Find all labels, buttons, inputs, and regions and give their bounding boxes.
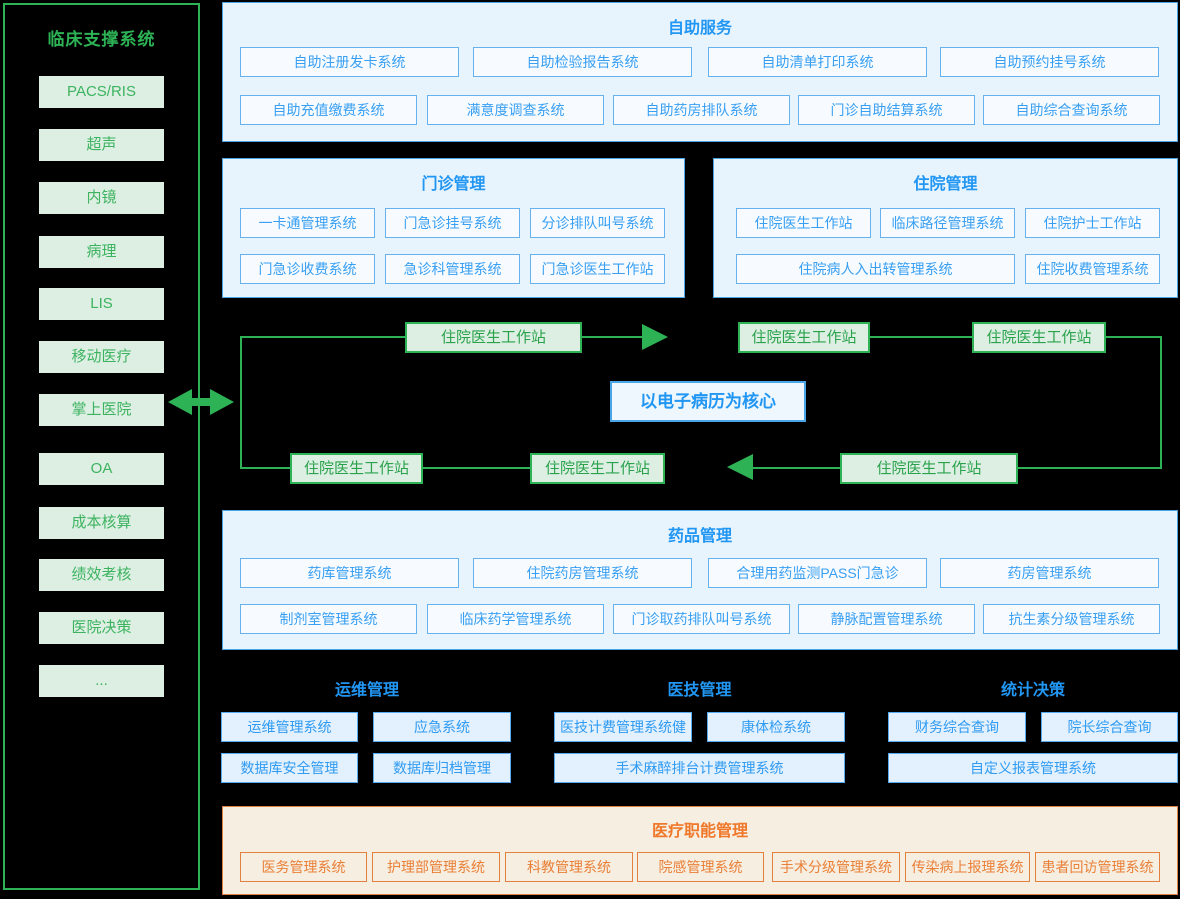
flow-line-bottom-4	[1018, 467, 1162, 469]
flow-line-top-1	[242, 336, 405, 338]
system-box-surgery-grading: 手术分级管理系统	[772, 852, 900, 882]
system-box-self-appointment: 自助预约挂号系统	[940, 47, 1159, 77]
system-box-medical-affairs: 医务管理系统	[240, 852, 367, 882]
system-box-self-register: 自助注册发卡系统	[240, 47, 459, 77]
system-box-infectious-report: 传染病上报理系统	[905, 852, 1030, 882]
flow-node-top-middle: 住院医生工作站	[738, 322, 870, 353]
system-box-pass-monitoring: 合理用药监测PASS门急诊	[708, 558, 927, 588]
sidebar-item-lis: LIS	[39, 288, 164, 320]
system-box-dispensing-queue: 门诊取药排队叫号系统	[613, 604, 790, 634]
emr-core-box: 以电子病历为核心	[610, 381, 806, 422]
system-box-er-registration: 门急诊挂号系统	[385, 208, 520, 238]
system-box-finance-inquiry: 财务综合查询	[888, 712, 1026, 742]
system-box-emergency: 应急系统	[373, 712, 511, 742]
sidebar-item-mobile-medical: 移动医疗	[39, 341, 164, 373]
flow-line-bottom-3	[753, 467, 840, 469]
flow-node-bottom-middle: 住院医生工作站	[530, 453, 665, 484]
system-box-db-security: 数据库安全管理	[221, 753, 358, 783]
system-box-nursing-dept: 护理部管理系统	[372, 852, 500, 882]
system-box-pharmacy-queue: 自助药房排队系统	[613, 95, 790, 125]
system-box-db-archive: 数据库归档管理	[373, 753, 511, 783]
stats-title: 统计决策	[1000, 682, 1065, 699]
medical-admin-title: 医疗职能管理	[651, 823, 748, 840]
flow-line-top-4	[1106, 336, 1162, 338]
system-box-ops-mgmt: 运维管理系统	[221, 712, 358, 742]
system-box-self-lab-report: 自助检验报告系统	[473, 47, 692, 77]
system-box-patient-followup: 患者回访管理系统	[1035, 852, 1160, 882]
system-box-education-mgmt: 科教管理系统	[505, 852, 633, 882]
arrow-right-icon	[642, 324, 668, 350]
system-box-one-card: 一卡通管理系统	[240, 208, 375, 238]
clinical-support-sidebar: 临床支撑系统 PACS/RIS 超声 内镜 病理 LIS 移动医疗 掌上医院 O…	[3, 3, 200, 890]
system-box-self-inquiry: 自助综合查询系统	[983, 95, 1160, 125]
system-box-preparation-room: 制剂室管理系统	[240, 604, 417, 634]
system-box-nurse-station: 住院护士工作站	[1025, 208, 1160, 238]
sidebar-item-pacs-ris: PACS/RIS	[39, 76, 164, 108]
sidebar-item-oa: OA	[39, 453, 164, 485]
system-box-triage-queue: 分诊排队叫号系统	[530, 208, 665, 238]
flow-node-top-right: 住院医生工作站	[972, 322, 1106, 353]
flow-node-top-left: 住院医生工作站	[405, 322, 582, 353]
sidebar-title: 临床支撑系统	[47, 30, 156, 49]
outpatient-panel: 门诊管理 一卡通管理系统 门急诊挂号系统 分诊排队叫号系统 门急诊收费系统 急诊…	[222, 158, 685, 298]
sidebar-item-more: ...	[39, 665, 164, 697]
double-arrow-right-icon	[210, 389, 234, 415]
system-box-outpatient-settlement: 门诊自助结算系统	[798, 95, 975, 125]
system-box-surgery-anesthesia: 手术麻醉排台计费管理系统	[554, 753, 845, 783]
system-box-er-charging: 门急诊收费系统	[240, 254, 375, 284]
system-box-drug-warehouse: 药库管理系统	[240, 558, 459, 588]
system-box-pharmacy-mgmt: 药房管理系统	[940, 558, 1159, 588]
ops-title: 运维管理	[334, 682, 399, 699]
sidebar-item-palm-hospital: 掌上医院	[39, 394, 164, 426]
system-box-infection-mgmt: 院感管理系统	[637, 852, 764, 882]
inpatient-panel: 住院管理 住院医生工作站 临床路径管理系统 住院护士工作站 住院病人入出转管理系…	[713, 158, 1178, 298]
flow-node-bottom-left: 住院医生工作站	[290, 453, 423, 484]
flow-line-bottom-1	[242, 467, 290, 469]
system-box-self-recharge: 自助充值缴费系统	[240, 95, 417, 125]
system-box-inpatient-pharmacy: 住院药房管理系统	[473, 558, 692, 588]
sidebar-item-cost-accounting: 成本核算	[39, 507, 164, 539]
system-box-health-checkup: 康体检系统	[707, 712, 845, 742]
sidebar-item-hospital-decision: 医院决策	[39, 612, 164, 644]
system-box-satisfaction-survey: 满意度调查系统	[427, 95, 604, 125]
sidebar-item-pathology: 病理	[39, 236, 164, 268]
medical-admin-panel: 医疗职能管理 医务管理系统 护理部管理系统 科教管理系统 院感管理系统 手术分级…	[222, 806, 1178, 895]
flow-node-bottom-right: 住院医生工作站	[840, 453, 1018, 484]
flow-line-left-vertical	[240, 336, 242, 469]
flow-line-right-vertical	[1160, 336, 1162, 469]
system-box-admission-transfer: 住院病人入出转管理系统	[736, 254, 1015, 284]
flow-line-top-2	[582, 336, 642, 338]
system-box-dean-inquiry: 院长综合查询	[1041, 712, 1178, 742]
self-service-title: 自助服务	[667, 20, 732, 37]
medtech-title: 医技管理	[667, 682, 732, 699]
system-box-inpatient-doctor-station: 住院医生工作站	[736, 208, 871, 238]
system-box-antibiotic-grading: 抗生素分级管理系统	[983, 604, 1160, 634]
flow-line-top-3	[870, 336, 972, 338]
pharmacy-title: 药品管理	[667, 528, 732, 545]
system-box-er-doctor-station: 门急诊医生工作站	[530, 254, 665, 284]
sidebar-item-endoscopy: 内镜	[39, 182, 164, 214]
system-box-inpatient-charging: 住院收费管理系统	[1025, 254, 1160, 284]
arrow-left-icon	[727, 454, 753, 480]
system-box-er-dept-mgmt: 急诊科管理系统	[385, 254, 520, 284]
pharmacy-panel: 药品管理 药库管理系统 住院药房管理系统 合理用药监测PASS门急诊 药房管理系…	[222, 510, 1178, 650]
system-box-self-list-print: 自助清单打印系统	[708, 47, 927, 77]
system-box-clinical-pharmacy: 临床药学管理系统	[427, 604, 604, 634]
system-box-clinical-pathway: 临床路径管理系统	[880, 208, 1015, 238]
system-box-iv-config: 静脉配置管理系统	[798, 604, 975, 634]
system-box-medtech-billing: 医技计费管理系统健	[554, 712, 692, 742]
inpatient-title: 住院管理	[913, 176, 978, 193]
double-arrow-shaft	[188, 398, 214, 406]
sidebar-item-ultrasound: 超声	[39, 129, 164, 161]
flow-line-bottom-2	[423, 467, 530, 469]
sidebar-item-performance: 绩效考核	[39, 559, 164, 591]
self-service-panel: 自助服务 自助注册发卡系统 自助检验报告系统 自助清单打印系统 自助预约挂号系统…	[222, 2, 1178, 142]
system-box-custom-reports: 自定义报表管理系统	[888, 753, 1178, 783]
outpatient-title: 门诊管理	[421, 176, 486, 193]
